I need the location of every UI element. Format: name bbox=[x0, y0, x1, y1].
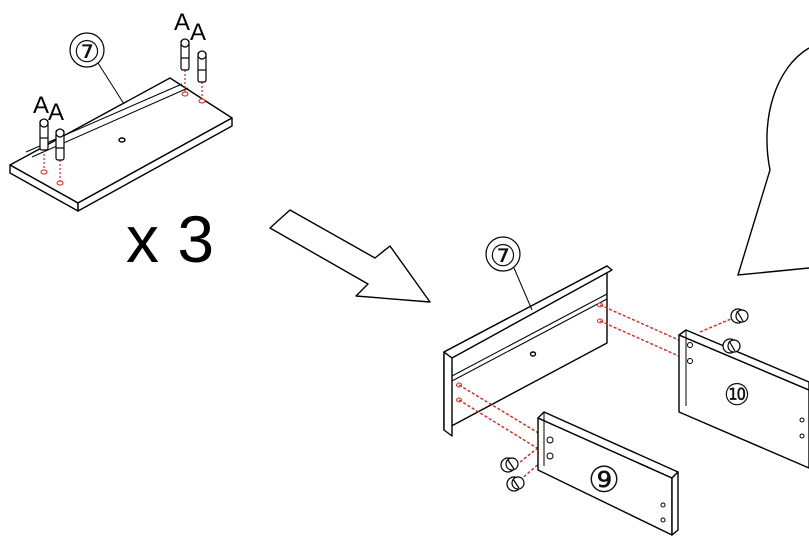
top-board-part-7 bbox=[9, 77, 233, 212]
pin-label: A bbox=[174, 9, 190, 36]
dowel-pin-icon bbox=[39, 38, 207, 161]
pin-label: A bbox=[48, 99, 64, 126]
part-label-10: ⑩ bbox=[724, 378, 751, 413]
leader-line bbox=[97, 62, 125, 105]
part-label-7-top: ⑦ bbox=[74, 35, 101, 70]
panel-9-holes bbox=[546, 436, 666, 523]
part-label-circle bbox=[69, 32, 105, 68]
part-label-7-assembled: ⑦ bbox=[490, 239, 517, 274]
callout-bubble-icon bbox=[737, 47, 809, 276]
cam-lock-icon bbox=[722, 308, 749, 354]
assembled-board-part-7 bbox=[443, 265, 613, 437]
quantity-multiplier: x 3 bbox=[126, 202, 214, 276]
pin-label: A bbox=[33, 92, 49, 119]
panel-10-holes bbox=[687, 342, 805, 439]
side-panel-part-10 bbox=[678, 329, 809, 469]
dowel-holes-top bbox=[40, 91, 206, 186]
dowel-guides-top bbox=[43, 70, 203, 182]
pin-label: A bbox=[190, 19, 206, 46]
part-label-circle bbox=[485, 236, 521, 272]
leader-line bbox=[513, 267, 533, 311]
cam-lock-icon bbox=[500, 457, 525, 492]
arrow-right-down-icon bbox=[269, 209, 431, 303]
side-panel-part-9 bbox=[537, 411, 679, 536]
part-label-9: ⑨ bbox=[588, 460, 620, 501]
